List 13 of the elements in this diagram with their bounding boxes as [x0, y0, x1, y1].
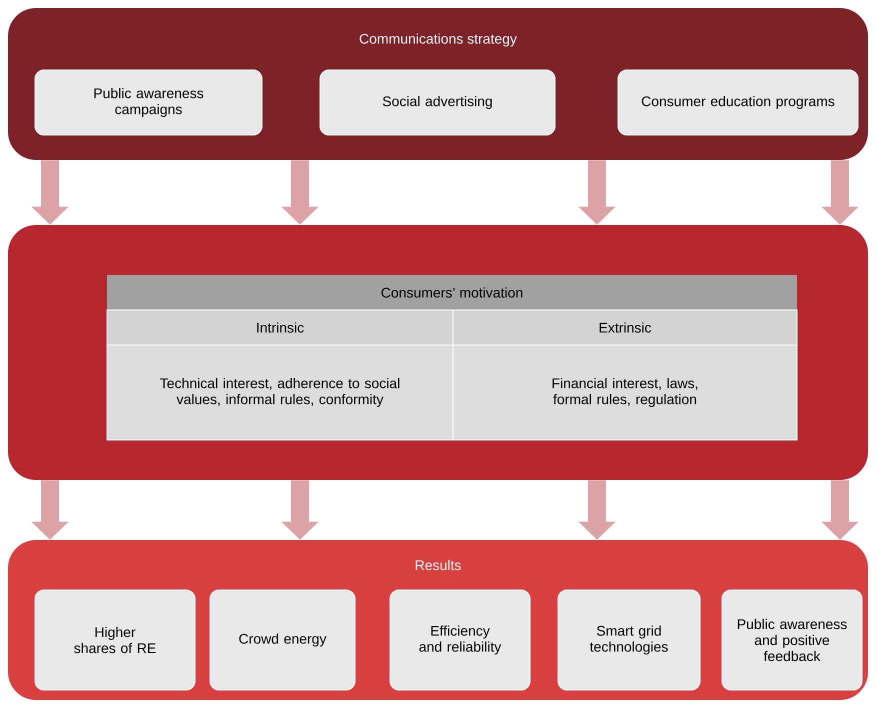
rounded-box: Public awareness and positive feedback: [722, 590, 862, 690]
rounded-box: Crowd energy: [210, 590, 356, 690]
table-cell: Financial interest, laws, formal rules, regulation: [452, 344, 798, 440]
rounded-box: Efficiency and reliability: [390, 590, 530, 690]
rounded-box: Consumer education programs: [618, 70, 858, 136]
table-header-cell: Extrinsic: [452, 310, 798, 346]
table-header-cell: Intrinsic: [106, 310, 454, 346]
rounded-box: Social advertising: [320, 70, 556, 136]
rounded-box: Higher shares of RE: [34, 590, 196, 690]
rounded-box: Public awareness campaigns: [34, 70, 262, 136]
rounded-box: Smart grid technologies: [558, 590, 700, 690]
table-title-bar: Consumers’ motivation: [107, 275, 797, 310]
table-cell: Technical interest, adherence to social values, informal rules, conformity: [106, 344, 454, 440]
